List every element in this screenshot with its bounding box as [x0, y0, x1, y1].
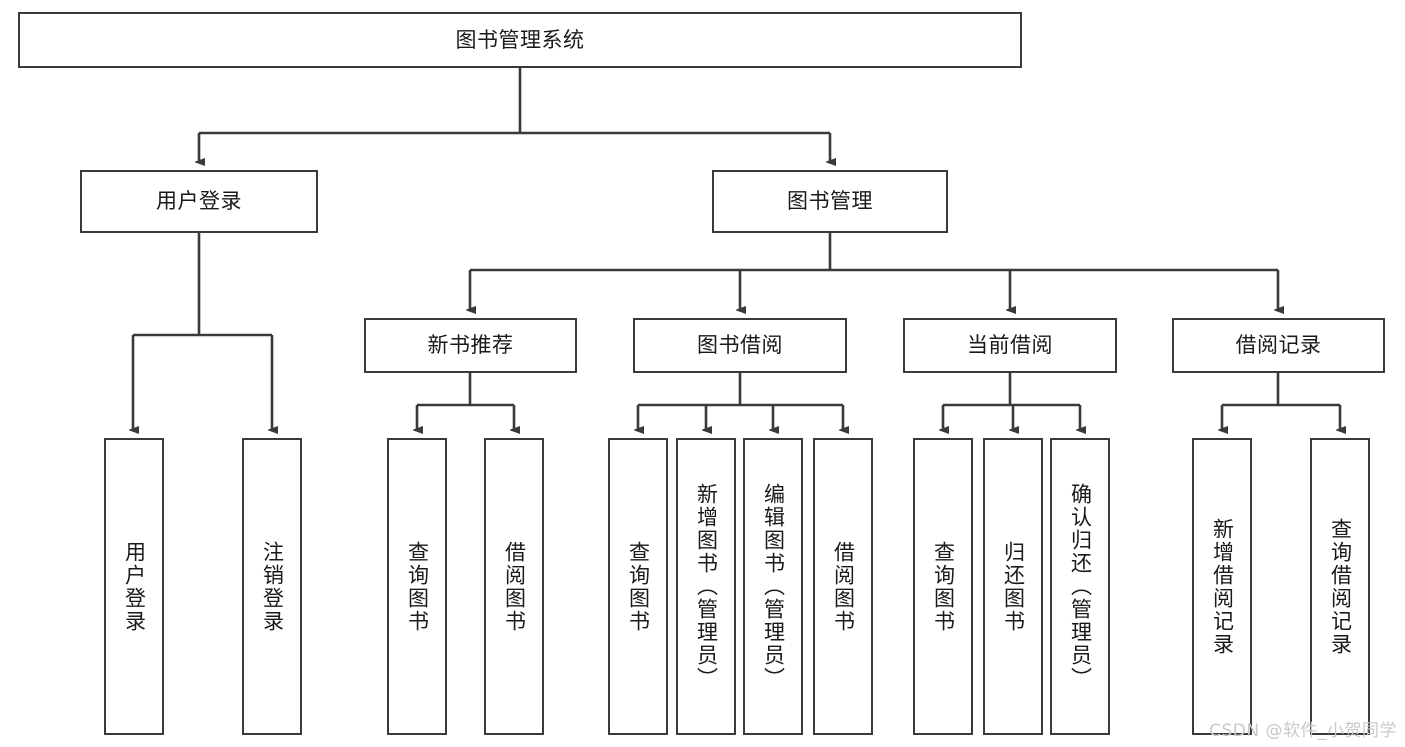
node-leaf-borrow-book-1[interactable]: 借阅图书: [484, 438, 544, 735]
node-book-borrow[interactable]: 图书借阅: [633, 318, 847, 373]
node-leaf-query-borrow-record-label: 查询借阅记录: [1328, 517, 1353, 656]
node-leaf-edit-book-admin[interactable]: 编辑图书（管理员）: [743, 438, 803, 735]
node-new-book-recommend-label: 新书推荐: [427, 333, 514, 358]
node-leaf-query-book-3-label: 查询图书: [931, 540, 956, 633]
node-leaf-user-logout-label: 注销登录: [260, 540, 285, 633]
node-root[interactable]: 图书管理系统: [18, 12, 1022, 68]
node-book-borrow-label: 图书借阅: [697, 333, 783, 358]
node-new-book-recommend[interactable]: 新书推荐: [364, 318, 577, 373]
node-leaf-query-book-1[interactable]: 查询图书: [387, 438, 447, 735]
node-leaf-return-book[interactable]: 归还图书: [983, 438, 1043, 735]
node-leaf-query-borrow-record[interactable]: 查询借阅记录: [1310, 438, 1370, 735]
node-leaf-borrow-book-1-label: 借阅图书: [502, 540, 527, 633]
node-book-manage[interactable]: 图书管理: [712, 170, 948, 233]
node-current-borrow-label: 当前借阅: [967, 333, 1053, 358]
node-root-label: 图书管理系统: [455, 27, 585, 52]
node-leaf-add-borrow-record-label: 新增借阅记录: [1210, 517, 1235, 656]
node-leaf-borrow-book-2-label: 借阅图书: [831, 540, 856, 633]
node-leaf-query-book-3[interactable]: 查询图书: [913, 438, 973, 735]
node-leaf-user-logout[interactable]: 注销登录: [242, 438, 302, 735]
node-current-borrow[interactable]: 当前借阅: [903, 318, 1117, 373]
node-user-login[interactable]: 用户登录: [80, 170, 318, 233]
node-book-manage-label: 图书管理: [787, 189, 873, 214]
node-leaf-borrow-book-2[interactable]: 借阅图书: [813, 438, 873, 735]
node-leaf-confirm-return-admin-label: 确认归还（管理员）: [1068, 483, 1093, 690]
node-leaf-confirm-return-admin[interactable]: 确认归还（管理员）: [1050, 438, 1110, 735]
node-leaf-query-book-2-label: 查询图书: [626, 540, 651, 633]
node-leaf-query-book-2[interactable]: 查询图书: [608, 438, 668, 735]
node-leaf-query-book-1-label: 查询图书: [405, 540, 430, 633]
node-leaf-add-book-admin-label: 新增图书（管理员）: [694, 483, 719, 690]
csdn-watermark: CSDN @软件_小贺同学: [1209, 721, 1397, 741]
node-leaf-user-login-label: 用户登录: [122, 540, 147, 633]
node-borrow-record-label: 借阅记录: [1235, 333, 1322, 358]
node-leaf-user-login[interactable]: 用户登录: [104, 438, 164, 735]
node-leaf-edit-book-admin-label: 编辑图书（管理员）: [761, 483, 786, 690]
node-leaf-return-book-label: 归还图书: [1001, 540, 1026, 633]
node-borrow-record[interactable]: 借阅记录: [1172, 318, 1385, 373]
node-leaf-add-borrow-record[interactable]: 新增借阅记录: [1192, 438, 1252, 735]
node-user-login-label: 用户登录: [156, 189, 242, 214]
node-leaf-add-book-admin[interactable]: 新增图书（管理员）: [676, 438, 736, 735]
